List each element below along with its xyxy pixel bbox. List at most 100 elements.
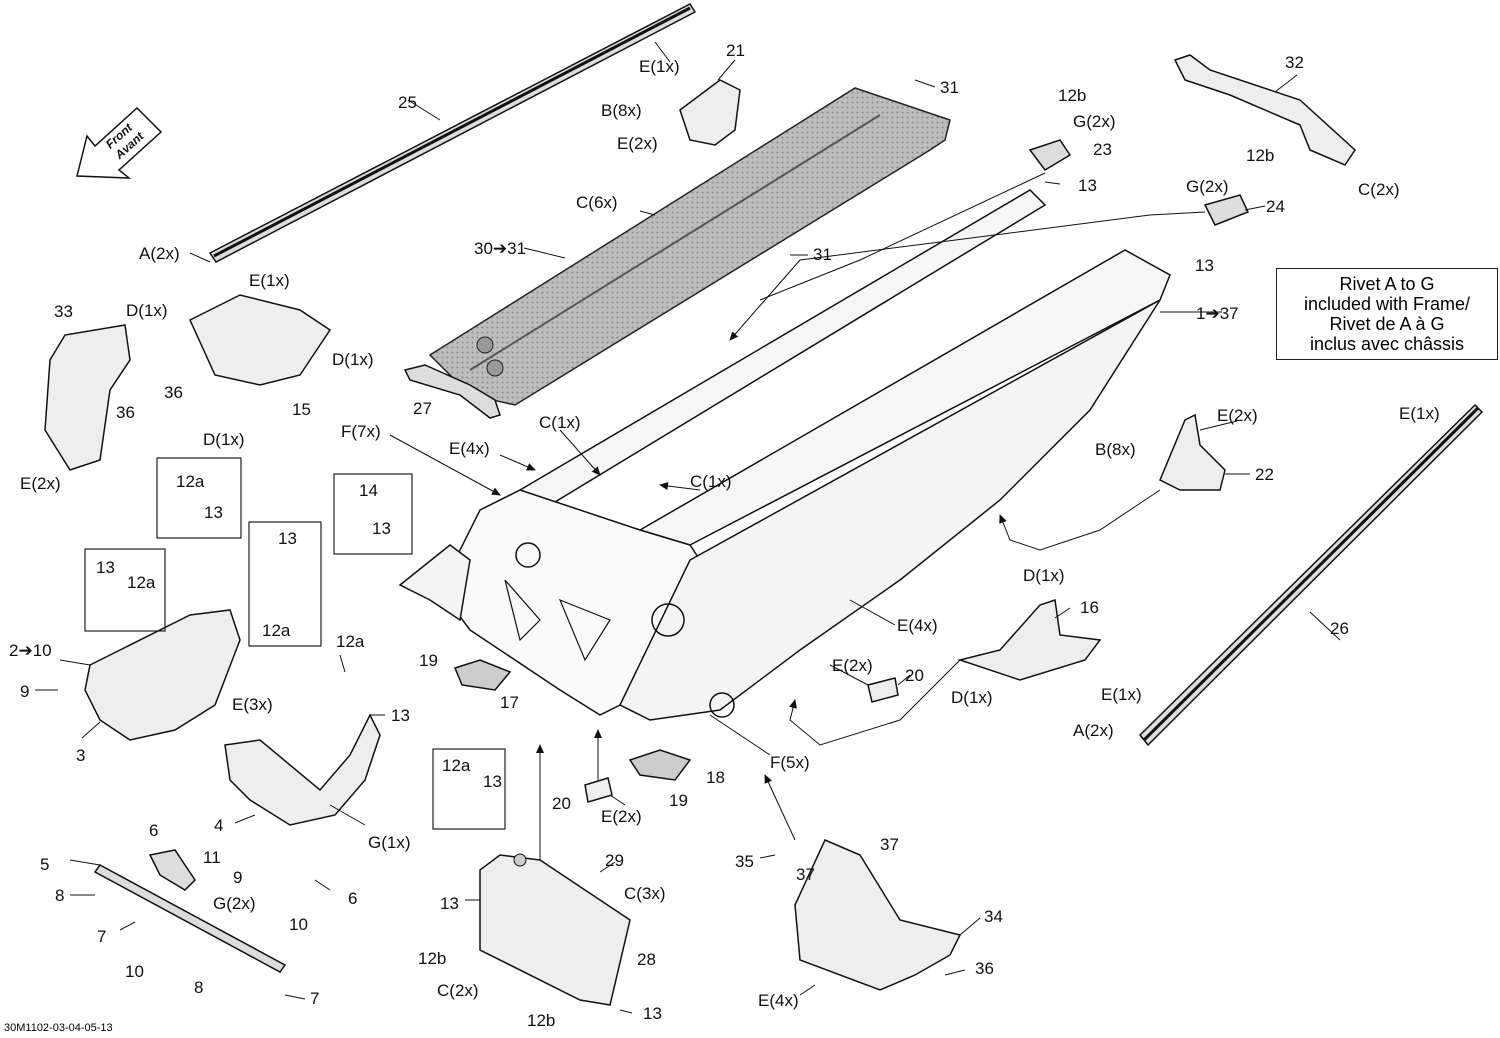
label-31-top: 31 bbox=[940, 78, 959, 97]
label-19-a: 19 bbox=[419, 651, 438, 670]
rivet-note-line-1: Rivet A to G bbox=[1339, 274, 1435, 294]
label-13-d: 13 bbox=[204, 503, 223, 522]
label-D1x-b: D(1x) bbox=[332, 350, 374, 369]
footrest-17 bbox=[453, 659, 512, 691]
label-13-g: 13 bbox=[391, 706, 410, 725]
detail-box-14-13 bbox=[333, 473, 413, 555]
label-12a-c: 12a bbox=[262, 621, 291, 640]
label-E4x-b: E(4x) bbox=[897, 616, 938, 635]
label-12b-c: 12b bbox=[418, 949, 446, 968]
label-13-a: 13 bbox=[1078, 176, 1097, 195]
label-13-j: 13 bbox=[643, 1004, 662, 1023]
label-13-h: 13 bbox=[483, 772, 502, 791]
label-32: 32 bbox=[1285, 53, 1304, 72]
label-G2x-c: G(2x) bbox=[213, 894, 256, 913]
label-31-mid: 31 bbox=[813, 245, 832, 264]
label-2-10: 2➔10 bbox=[9, 641, 52, 660]
label-26: 26 bbox=[1330, 619, 1349, 638]
label-12a-d: 12a bbox=[336, 632, 365, 651]
label-12a-e: 12a bbox=[442, 756, 471, 775]
label-C6x: C(6x) bbox=[576, 193, 618, 212]
bracket-32 bbox=[1173, 54, 1356, 166]
label-B8x-top: B(8x) bbox=[601, 101, 642, 120]
label-G2x-a: G(2x) bbox=[1073, 112, 1116, 131]
label-4: 4 bbox=[214, 816, 223, 835]
rivet-note: Rivet A to G included with Frame/ Rivet … bbox=[1276, 268, 1498, 360]
label-28: 28 bbox=[637, 950, 656, 969]
rivet-note-line-3: Rivet de A à G bbox=[1329, 314, 1445, 334]
front-bracket-4 bbox=[224, 713, 381, 826]
callout-labels: 25 E(1x) 21 B(8x) E(2x) 31 32 C(2x) 12b … bbox=[9, 41, 1440, 1030]
label-7-b: 7 bbox=[310, 989, 319, 1008]
label-7-a: 7 bbox=[97, 927, 106, 946]
label-E1x-left: E(1x) bbox=[249, 271, 290, 290]
rail-25 bbox=[208, 3, 697, 263]
label-11: 11 bbox=[203, 848, 221, 867]
label-37-a: 37 bbox=[880, 835, 899, 854]
rear-bumper-34 bbox=[794, 839, 962, 991]
label-29: 29 bbox=[605, 851, 624, 870]
label-37-b: 37 bbox=[796, 865, 815, 884]
label-12a-a: 12a bbox=[176, 472, 205, 491]
label-10-a: 10 bbox=[289, 915, 308, 934]
label-14: 14 bbox=[359, 481, 378, 500]
label-18: 18 bbox=[706, 768, 725, 787]
label-12a-b: 12a bbox=[127, 573, 156, 592]
label-10-b: 10 bbox=[125, 962, 144, 981]
label-16: 16 bbox=[1080, 598, 1099, 617]
label-13-c: 13 bbox=[372, 519, 391, 538]
label-3: 3 bbox=[76, 746, 85, 765]
label-13-e: 13 bbox=[96, 558, 115, 577]
leader-lines bbox=[35, 41, 1341, 1014]
label-B8x-right: B(8x) bbox=[1095, 440, 1136, 459]
label-D1x-e: D(1x) bbox=[951, 688, 993, 707]
label-12b-d: 12b bbox=[527, 1011, 555, 1030]
label-C2x-right: C(2x) bbox=[1358, 180, 1400, 199]
detail-box-12a-13-right bbox=[432, 748, 506, 830]
label-21: 21 bbox=[726, 41, 745, 60]
plate-20b bbox=[584, 777, 613, 803]
bracket-24 bbox=[1203, 194, 1250, 226]
label-F5x: F(5x) bbox=[770, 753, 810, 772]
label-36-a: 36 bbox=[164, 383, 183, 402]
label-20-a: 20 bbox=[905, 666, 924, 685]
label-20-b: 20 bbox=[552, 794, 571, 813]
frame-tunnel-1 bbox=[398, 189, 1171, 721]
label-8-a: 8 bbox=[55, 886, 64, 905]
label-17: 17 bbox=[500, 693, 519, 712]
bar-5 bbox=[93, 864, 287, 973]
rail-26 bbox=[1138, 403, 1484, 747]
label-G2x-b: G(2x) bbox=[1186, 177, 1229, 196]
front-bumper-3 bbox=[84, 609, 241, 741]
label-22: 22 bbox=[1255, 465, 1274, 484]
plate-20a bbox=[867, 677, 899, 703]
panel-16 bbox=[957, 599, 1102, 681]
front-direction-arrow: Front Avant bbox=[75, 104, 165, 184]
label-12b-a: 12b bbox=[1058, 86, 1086, 105]
label-C1x-b: C(1x) bbox=[690, 472, 732, 491]
label-E2x-right: E(2x) bbox=[1217, 406, 1258, 425]
label-36-b: 36 bbox=[116, 403, 135, 422]
label-6-b: 6 bbox=[348, 889, 357, 908]
label-D1x-a: D(1x) bbox=[126, 301, 168, 320]
detail-box-13-12a-center bbox=[248, 521, 322, 647]
label-E1x-right: E(1x) bbox=[1399, 404, 1440, 423]
detail-box-12a-13-top bbox=[156, 457, 242, 539]
diagram-code: 30M1102-03-04-05-13 bbox=[4, 1022, 113, 1034]
label-E2x-left: E(2x) bbox=[20, 474, 61, 493]
label-9-b: 9 bbox=[233, 868, 242, 887]
footrest-18 bbox=[628, 749, 692, 781]
detail-box-13-12a-left bbox=[84, 548, 166, 632]
label-C2x-lower: C(2x) bbox=[437, 981, 479, 1000]
label-A2x-right: A(2x) bbox=[1073, 721, 1114, 740]
label-1-37: 1➔37 bbox=[1196, 304, 1239, 323]
label-E3x: E(3x) bbox=[232, 695, 273, 714]
label-E2x-mid: E(2x) bbox=[832, 656, 873, 675]
label-13-f: 13 bbox=[278, 529, 297, 548]
label-D1x-d: D(1x) bbox=[1023, 566, 1065, 585]
rivet-note-line-4: inclus avec châssis bbox=[1309, 334, 1465, 354]
label-25: 25 bbox=[398, 93, 417, 112]
label-E4x-c: E(4x) bbox=[758, 991, 799, 1010]
label-D1x-c: D(1x) bbox=[203, 430, 245, 449]
